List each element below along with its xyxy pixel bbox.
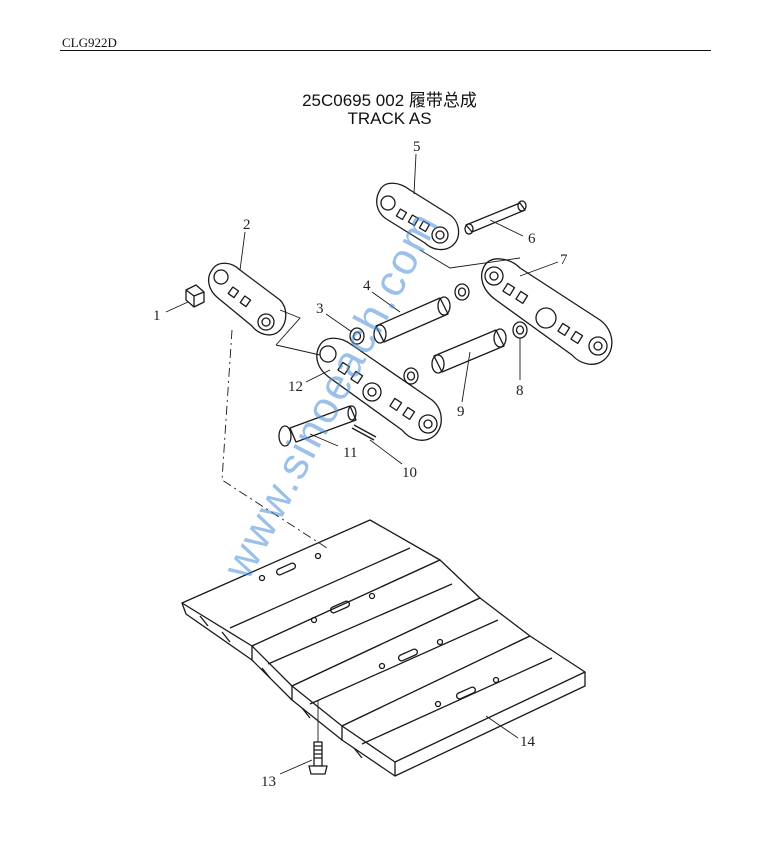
part-3-seal bbox=[349, 327, 365, 345]
part-12-link bbox=[316, 337, 442, 441]
callout-4: 4 bbox=[363, 278, 371, 294]
callout-9: 9 bbox=[457, 404, 465, 420]
callout-12: 12 bbox=[288, 379, 303, 395]
callout-14: 14 bbox=[520, 734, 536, 750]
callout-2: 2 bbox=[243, 217, 251, 233]
callout-11: 11 bbox=[343, 445, 357, 461]
part-10-spring-pin bbox=[351, 427, 375, 441]
part-13-bolt bbox=[308, 741, 328, 775]
part-4-bushing bbox=[373, 296, 451, 344]
assembly-title: 25C0695 002 履带总成 bbox=[302, 91, 477, 110]
callout-5: 5 bbox=[413, 139, 421, 155]
callout-3: 3 bbox=[316, 301, 324, 317]
model-code: CLG922D bbox=[62, 35, 117, 50]
callout-7: 7 bbox=[560, 252, 568, 268]
assembly-subtitle: TRACK AS bbox=[347, 109, 432, 128]
part-9-bushing bbox=[431, 328, 507, 374]
callout-6: 6 bbox=[528, 231, 536, 247]
part-7-link bbox=[481, 258, 613, 365]
callout-13: 13 bbox=[261, 774, 276, 790]
callout-8: 8 bbox=[516, 383, 524, 399]
part-8-seal bbox=[512, 321, 528, 339]
part-14-track-shoes bbox=[181, 519, 586, 777]
callout-1: 1 bbox=[153, 308, 161, 324]
part-2-link bbox=[207, 262, 287, 336]
part-5-link bbox=[376, 182, 460, 251]
part-11-pin bbox=[278, 405, 357, 447]
callout-10: 10 bbox=[402, 465, 417, 481]
callout-labels: 1 2 3 4 5 6 7 8 9 10 11 12 13 14 bbox=[153, 139, 568, 790]
part-1-nut bbox=[185, 284, 205, 308]
header-rule bbox=[60, 50, 711, 51]
part-6-pin bbox=[464, 200, 527, 235]
